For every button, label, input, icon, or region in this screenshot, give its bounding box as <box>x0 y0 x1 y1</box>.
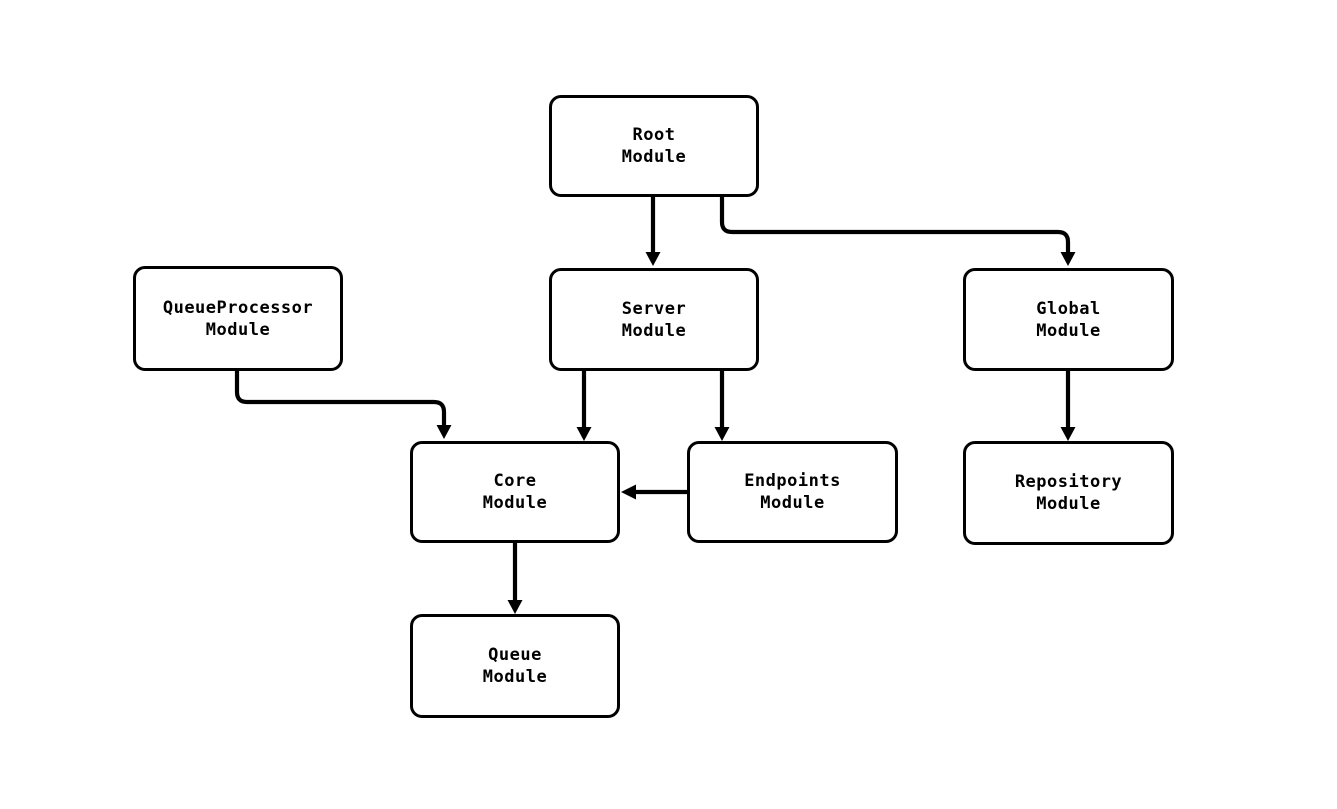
node-queueprocessor-module-line2: Module <box>205 319 271 340</box>
node-queueprocessor-module-line1: QueueProcessor <box>162 297 314 318</box>
edge-endpoints-core <box>621 484 687 500</box>
node-queue-module[interactable]: Queue Module <box>410 614 620 718</box>
node-global-module-line1: Global <box>1036 298 1101 319</box>
node-core-module-line1: Core <box>493 471 537 491</box>
node-queueprocessor-module[interactable]: QueueProcessor Module <box>133 266 343 371</box>
node-core-module[interactable]: Core Module <box>410 441 620 543</box>
node-server-module[interactable]: Server Module <box>549 268 759 371</box>
edge-queueprocessor-core <box>234 371 452 439</box>
edge-server-endpoints <box>714 371 730 441</box>
node-root-module[interactable]: Root Module <box>549 95 759 197</box>
node-server-module-line2: Module <box>621 320 687 341</box>
edge-server-core <box>576 371 592 441</box>
node-core-module-line2: Module <box>482 493 548 513</box>
node-endpoints-module-line1: Endpoints <box>744 471 841 491</box>
edge-root-global <box>719 197 1076 266</box>
node-repository-module-line1: Repository <box>1014 472 1123 492</box>
node-server-module-line1: Server <box>621 298 687 319</box>
node-queue-module-line1: Queue <box>488 645 542 665</box>
node-queue-module-line2: Module <box>482 667 548 687</box>
node-root-module-line2: Module <box>621 147 687 167</box>
edge-root-server <box>645 197 661 266</box>
node-repository-module-line2: Module <box>1036 494 1101 514</box>
node-repository-module[interactable]: Repository Module <box>963 441 1174 545</box>
node-global-module-line2: Module <box>1036 320 1101 341</box>
edge-core-queue <box>507 543 523 614</box>
node-endpoints-module-line2: Module <box>760 493 825 513</box>
edge-global-repository <box>1060 371 1076 441</box>
node-global-module[interactable]: Global Module <box>963 268 1174 371</box>
node-endpoints-module[interactable]: Endpoints Module <box>687 441 898 543</box>
node-root-module-line1: Root <box>632 125 676 145</box>
